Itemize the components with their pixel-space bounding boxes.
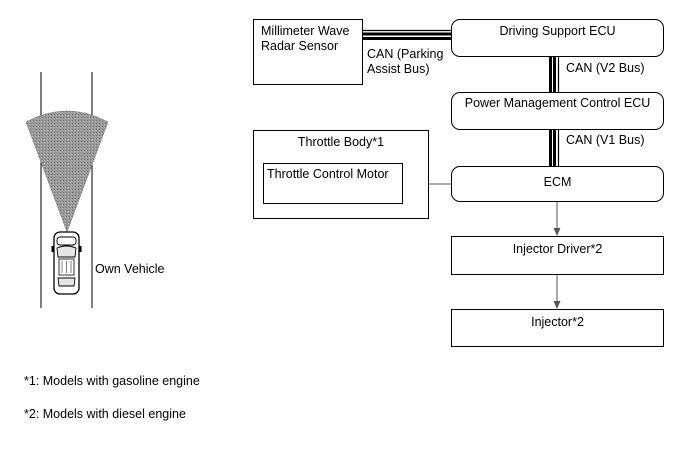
throttle-control-motor-label: Throttle Control Motor: [267, 167, 389, 181]
injector-label: Injector*2: [531, 315, 584, 329]
radar-detection-area: [25, 110, 109, 233]
own-vehicle-label: Own Vehicle: [95, 262, 165, 276]
throttle-body-label: Throttle Body*1: [297, 135, 385, 149]
can-v1-bus-line: [549, 130, 560, 166]
injector-driver-box: Injector Driver*2: [451, 236, 664, 275]
can-v1-bus-label: CAN (V1 Bus): [566, 133, 645, 147]
own-vehicle-icon: [51, 231, 82, 295]
driving-support-ecu-box: Driving Support ECU: [451, 19, 664, 57]
footnote-gasoline: *1: Models with gasoline engine: [24, 374, 200, 388]
throttle-body-box: Throttle Body*1 Throttle Control Motor: [253, 130, 429, 219]
can-parking-assist-bus-label: CAN (Parking Assist Bus): [367, 47, 444, 76]
can-v2-bus-label: CAN (V2 Bus): [566, 61, 645, 75]
ecm-label: ECM: [543, 175, 572, 189]
injector-driver-label: Injector Driver*2: [512, 242, 603, 256]
radar-sensor-label: Millimeter Wave Radar Sensor: [261, 24, 350, 53]
throttle-control-motor-box: Throttle Control Motor: [263, 163, 403, 204]
driving-support-ecu-label: Driving Support ECU: [499, 24, 616, 38]
footnote-diesel: *2: Models with diesel engine: [24, 407, 186, 421]
can-parking-assist-bus-line: [362, 29, 451, 40]
injector-driver-to-injector-arrow: [553, 275, 561, 309]
power-management-ecu-label: Power Management Control ECU: [464, 96, 651, 110]
can-v2-bus-line: [549, 57, 560, 92]
ecm-box: ECM: [451, 166, 664, 202]
radar-sensor-box: Millimeter Wave Radar Sensor: [253, 19, 363, 85]
power-management-ecu-box: Power Management Control ECU: [451, 92, 664, 130]
ecm-to-injector-driver-arrow: [553, 202, 561, 236]
injector-box: Injector*2: [451, 309, 664, 347]
